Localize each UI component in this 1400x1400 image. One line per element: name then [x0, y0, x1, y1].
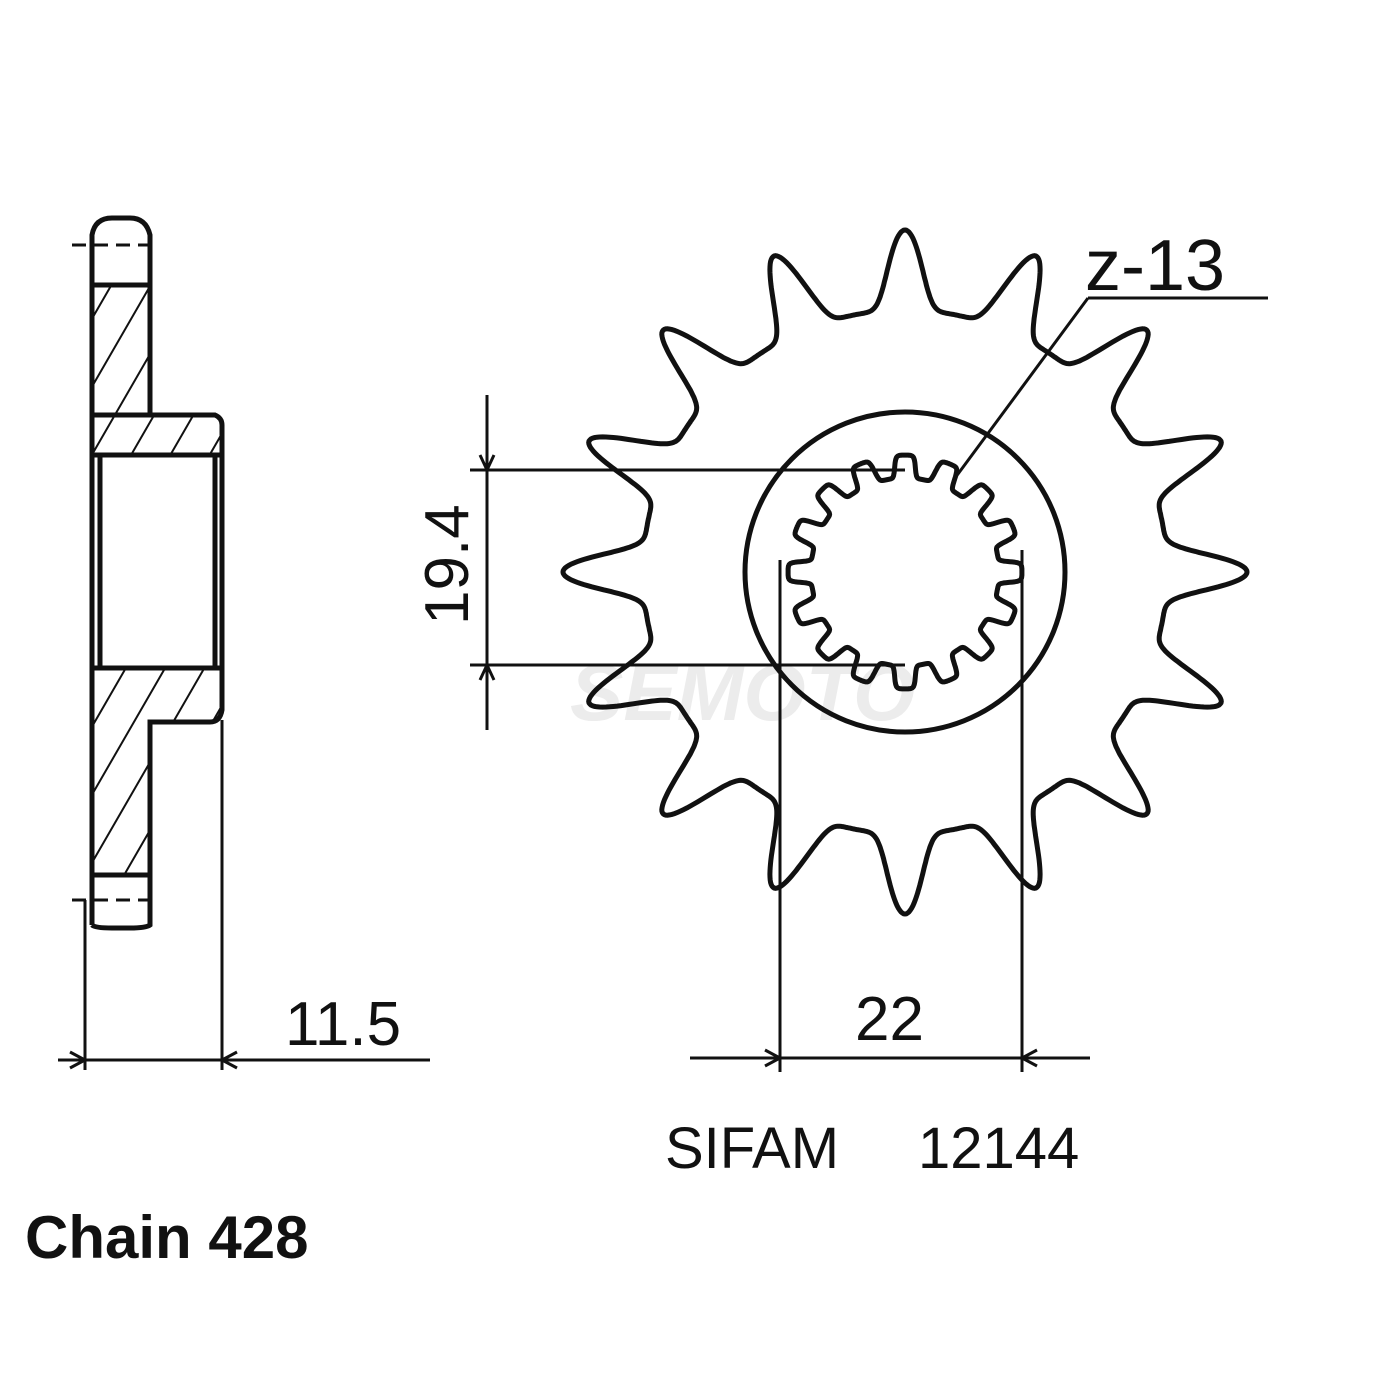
hub-circle — [742, 409, 1068, 735]
sprocket-outline — [560, 227, 1250, 917]
dim-spline-label: 22 — [855, 985, 924, 1054]
spline-bore — [785, 452, 1025, 692]
side-section-view — [58, 215, 430, 1070]
dim-width-label: 11.5 — [285, 990, 401, 1059]
watermark: SEMOTO — [570, 648, 915, 737]
front-view — [470, 227, 1268, 1072]
brand-label: SIFAM — [665, 1116, 839, 1181]
teeth-count-label: z-13 — [1085, 226, 1225, 306]
chain-label: Chain 428 — [25, 1204, 308, 1271]
part-number: 12144 — [918, 1116, 1079, 1181]
dim-bore-label: 19.4 — [413, 504, 482, 625]
